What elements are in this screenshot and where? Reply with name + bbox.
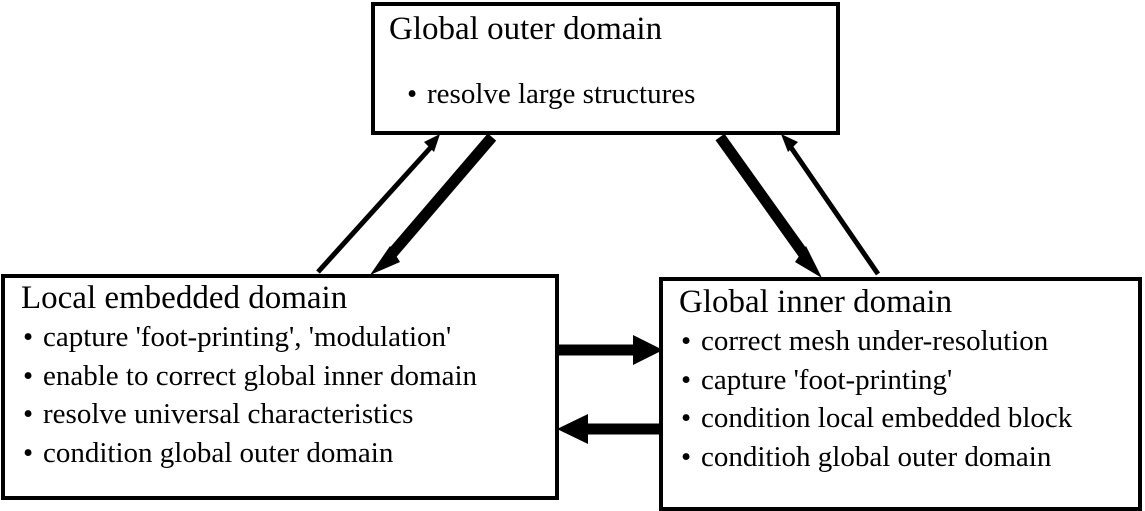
bullet-item: capture 'foot-printing' — [679, 361, 1138, 400]
edge-global-outer-to-local-embedded — [370, 133, 497, 275]
bullet-list-local-embedded: capture 'foot-printing', 'modulation' en… — [21, 318, 555, 472]
bullet-item: resolve universal characteristics — [21, 395, 555, 434]
bullet-list-global-outer: resolve large structures — [389, 75, 836, 114]
bullet-item: condition global outer domain — [21, 434, 555, 473]
node-local-embedded-domain[interactable]: Local embedded domain capture 'foot-prin… — [1, 274, 559, 500]
edge-global-outer-to-global-inner — [715, 133, 822, 278]
node-global-outer-domain[interactable]: Global outer domain resolve large struct… — [371, 2, 840, 135]
edge-global-inner-to-local-embedded — [557, 414, 661, 444]
bullet-item: condition local embedded block — [679, 399, 1138, 438]
node-content: Global inner domain correct mesh under-r… — [663, 281, 1138, 476]
node-title-global-outer: Global outer domain — [389, 11, 663, 47]
bullet-item: resolve large structures — [405, 75, 836, 114]
node-global-inner-domain[interactable]: Global inner domain correct mesh under-r… — [659, 277, 1142, 511]
node-content: Global outer domain resolve large struct… — [375, 6, 836, 114]
bullet-item: correct mesh under-resolution — [679, 322, 1138, 361]
node-title-local-embedded: Local embedded domain — [21, 280, 348, 316]
edge-global-inner-to-global-outer — [781, 134, 881, 276]
bullet-item: enable to correct global inner domain — [21, 357, 555, 396]
bullet-item: conditioh global outer domain — [679, 438, 1138, 477]
node-content: Local embedded domain capture 'foot-prin… — [5, 278, 555, 472]
edge-local-embedded-to-global-inner — [559, 335, 663, 365]
node-title-global-inner: Global inner domain — [679, 284, 953, 320]
bullet-item: capture 'foot-printing', 'modulation' — [21, 318, 555, 357]
bullet-list-global-inner: correct mesh under-resolution capture 'f… — [679, 322, 1138, 476]
edge-local-embedded-to-global-outer — [316, 134, 440, 274]
